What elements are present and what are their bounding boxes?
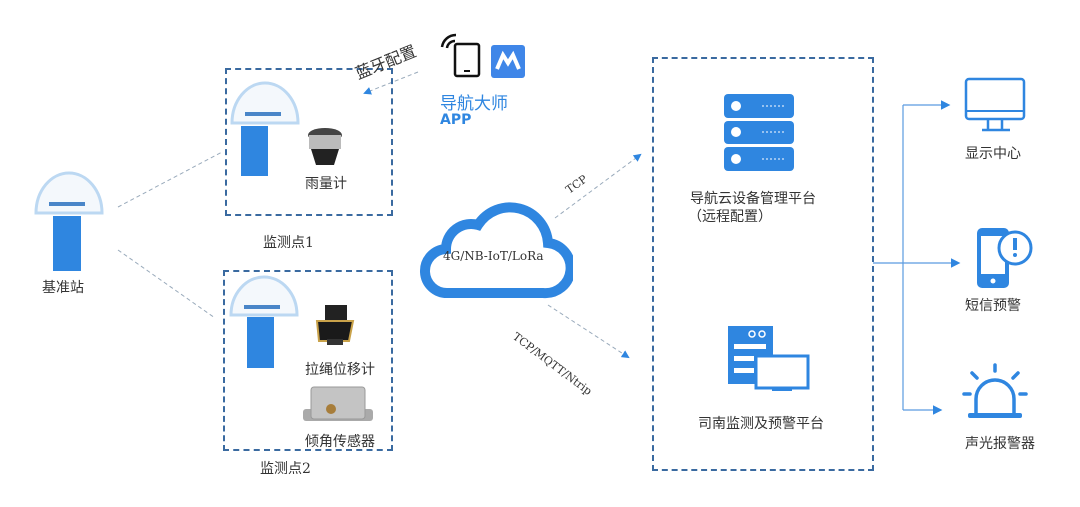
monitor-point-1-label: 监测点1 [263,235,314,251]
tilt-sensor-label: 倾角传感器 [305,434,375,450]
tcp-arrow [554,153,642,219]
link-base-to-point2 [117,249,216,319]
cloud-icon [420,202,573,299]
output-display-label: 显示中心 [965,146,1021,162]
platform-box [652,57,874,471]
network-label: 4G/NB-IoT/LoRa [443,249,544,263]
draw-wire-sensor-label: 拉绳位移计 [305,362,375,378]
server-icon [724,94,794,171]
output-connectors [873,100,961,415]
monitor-platform-label: 司南监测及预警平台 [698,416,824,432]
rain-gauge-label: 雨量计 [305,176,347,192]
monitor-icon [964,77,1026,132]
app-logo-icon[interactable] [491,45,525,78]
draw-wire-sensor-icon [315,305,355,345]
cloud-platform-label: 导航云设备管理平台 [690,191,816,207]
gnss-receiver-icon [230,81,300,176]
app-sub: APP [440,112,472,128]
gnss-receiver-icon [34,171,104,271]
alarm-light-icon [962,363,1028,418]
base-station-label: 基准站 [42,280,84,296]
tilt-sensor-icon [303,386,373,421]
tcp-mqtt-arrow [547,304,630,359]
monitor-point-2-box [223,270,393,451]
output-sms-label: 短信预警 [965,298,1021,314]
link-base-to-point1 [117,151,223,208]
rain-gauge-icon [308,128,342,165]
app-name: 导航大师 [440,94,508,114]
monitor-point-1-box [225,68,393,216]
sms-alert-icon [977,228,1033,288]
tablet-icon [440,33,481,78]
monitor-point-2-label: 监测点2 [260,461,311,477]
monitor-platform-icon [728,326,810,391]
gnss-receiver-icon [229,275,299,368]
cloud-platform-sub: （远程配置） [688,209,772,225]
output-alarm-label: 声光报警器 [965,436,1035,452]
